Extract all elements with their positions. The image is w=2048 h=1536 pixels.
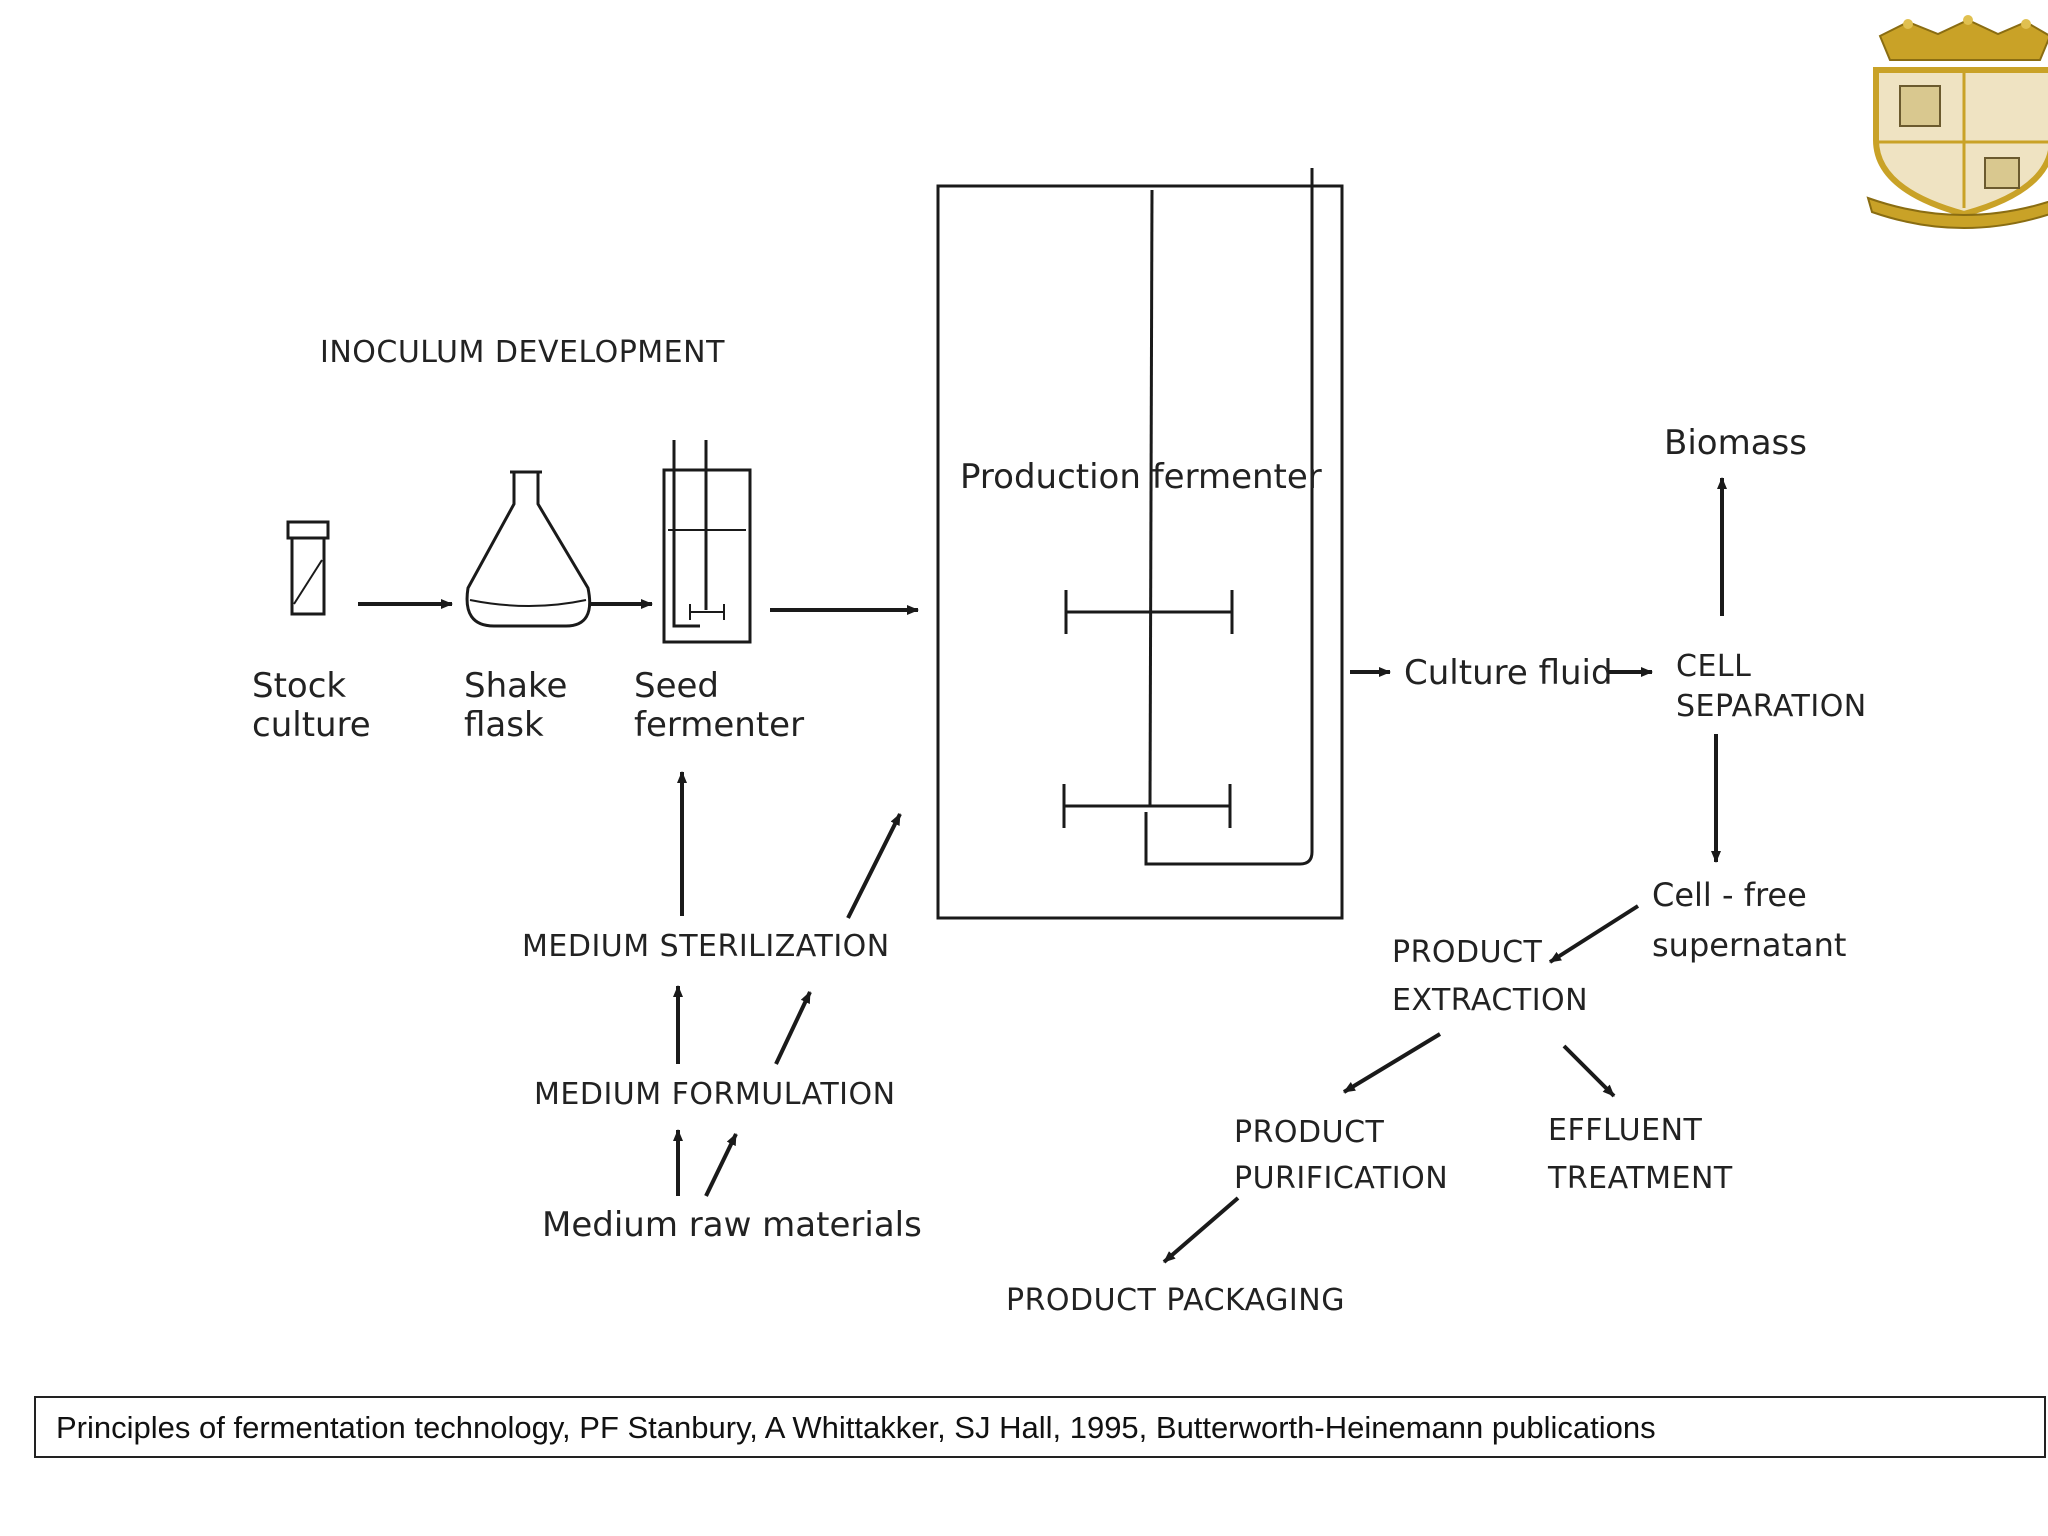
college-crest-logo — [1866, 15, 2048, 229]
shake-flask-label-line1: Shake — [464, 666, 567, 706]
arrow-sterilization-to-production — [846, 813, 902, 919]
biomass-label: Biomass — [1664, 423, 1807, 463]
arrow-raw-to-formulation-2 — [704, 1133, 738, 1197]
citation-box: Principles of fermentation technology, P… — [34, 1396, 2046, 1458]
production-fermenter-label: Production fermenter — [960, 457, 1322, 497]
shake-flask-icon — [465, 470, 592, 628]
stock-culture-label-line1: Stock — [252, 666, 346, 706]
medium-sterilization-label: MEDIUM STERILIZATION — [522, 929, 890, 964]
cell-separation-label-line1: CELL — [1676, 649, 1751, 684]
inoculum-development-title: INOCULUM DEVELOPMENT — [320, 335, 725, 370]
effluent-treatment-label-line2: TREATMENT — [1547, 1161, 1733, 1196]
cell-free-label-line2: supernatant — [1652, 926, 1846, 964]
product-packaging-label: PRODUCT PACKAGING — [1006, 1283, 1345, 1318]
product-purification-label-line2: PURIFICATION — [1234, 1161, 1448, 1196]
medium-formulation-label: MEDIUM FORMULATION — [534, 1077, 896, 1112]
medium-raw-materials-label: Medium raw materials — [542, 1205, 922, 1245]
citation-text: Principles of fermentation technology, P… — [56, 1410, 1656, 1445]
arrow-cell-free-to-extraction — [1548, 904, 1640, 964]
seed-fermenter-label-line2: fermenter — [634, 705, 804, 745]
product-purification-label-line1: PRODUCT — [1234, 1115, 1385, 1150]
seed-fermenter-label-line1: Seed — [634, 666, 719, 706]
product-extraction-label-line2: EXTRACTION — [1392, 983, 1588, 1018]
effluent-treatment-label-line1: EFFLUENT — [1548, 1113, 1703, 1148]
arrow-extraction-to-effluent — [1562, 1044, 1616, 1098]
seed-fermenter-icon — [662, 440, 752, 644]
stock-culture-label-line2: culture — [252, 705, 371, 745]
culture-fluid-label: Culture fluid — [1404, 653, 1613, 693]
shake-flask-label-line2: flask — [464, 705, 544, 745]
cell-free-label-line1: Cell - free — [1652, 876, 1807, 914]
product-extraction-label-line1: PRODUCT — [1392, 935, 1543, 970]
arrow-purification-to-packaging — [1162, 1196, 1240, 1264]
arrow-formulation-to-sterilization-2 — [774, 991, 812, 1065]
stock-culture-tube-icon — [286, 520, 330, 616]
cell-separation-label-line2: SEPARATION — [1676, 689, 1867, 724]
arrow-extraction-to-purification — [1342, 1032, 1442, 1094]
production-fermenter-icon — [936, 168, 1344, 920]
